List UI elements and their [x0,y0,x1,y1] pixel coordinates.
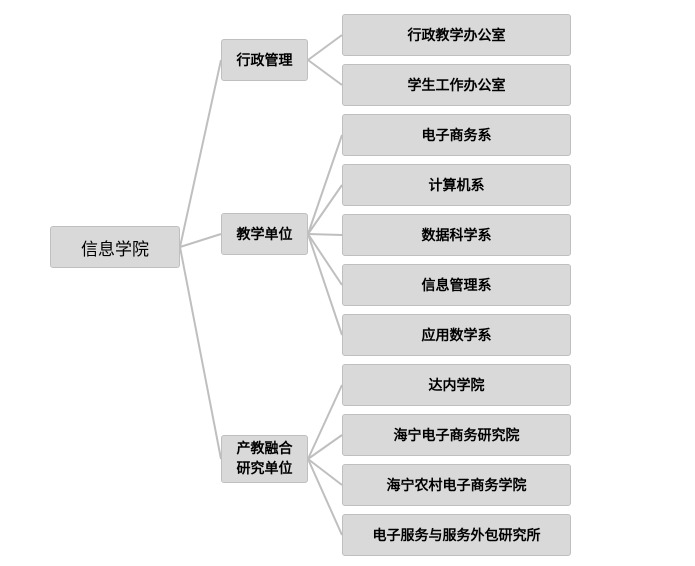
leaf-node-e-service-outsourcing-institute: 电子服务与服务外包研究所 [342,514,571,556]
leaf-node-e-commerce-dept: 电子商务系 [342,114,571,156]
connector-line [307,34,343,61]
connector-line [307,59,343,86]
leaf-node-tarena-institute: 达内学院 [342,364,571,406]
leaf-node-student-affairs-office: 学生工作办公室 [342,64,571,106]
connector-line [307,384,343,460]
connector-line [179,233,222,248]
connector-line [307,434,343,460]
leaf-node-info-management-dept: 信息管理系 [342,264,571,306]
leaf-node-applied-math-dept: 应用数学系 [342,314,571,356]
connector-line [179,246,222,460]
connector-line [307,233,343,236]
leaf-node-computer-dept: 计算机系 [342,164,571,206]
leaf-node-haining-e-commerce-research-institute: 海宁电子商务研究院 [342,414,571,456]
connector-line [307,134,343,235]
branch-label-line: 研究单位 [236,461,293,477]
leaf-node-haining-rural-e-commerce-institute: 海宁农村电子商务学院 [342,464,571,506]
connector-line [307,233,343,336]
branch-node-administration: 行政管理 [221,39,308,81]
leaf-node-data-science-dept: 数据科学系 [342,214,571,256]
connector-line [179,59,222,248]
branch-node-teaching-units: 教学单位 [221,213,308,255]
connector-line [307,184,343,235]
root-node: 信息学院 [50,226,180,268]
branch-node-industry-education-research: 产教融合 研究单位 [221,435,308,483]
connector-line [307,458,343,536]
leaf-node-admin-teaching-office: 行政教学办公室 [342,14,571,56]
branch-label-line: 产教融合 [236,441,293,457]
connector-line [307,233,343,286]
connector-line [307,458,343,486]
